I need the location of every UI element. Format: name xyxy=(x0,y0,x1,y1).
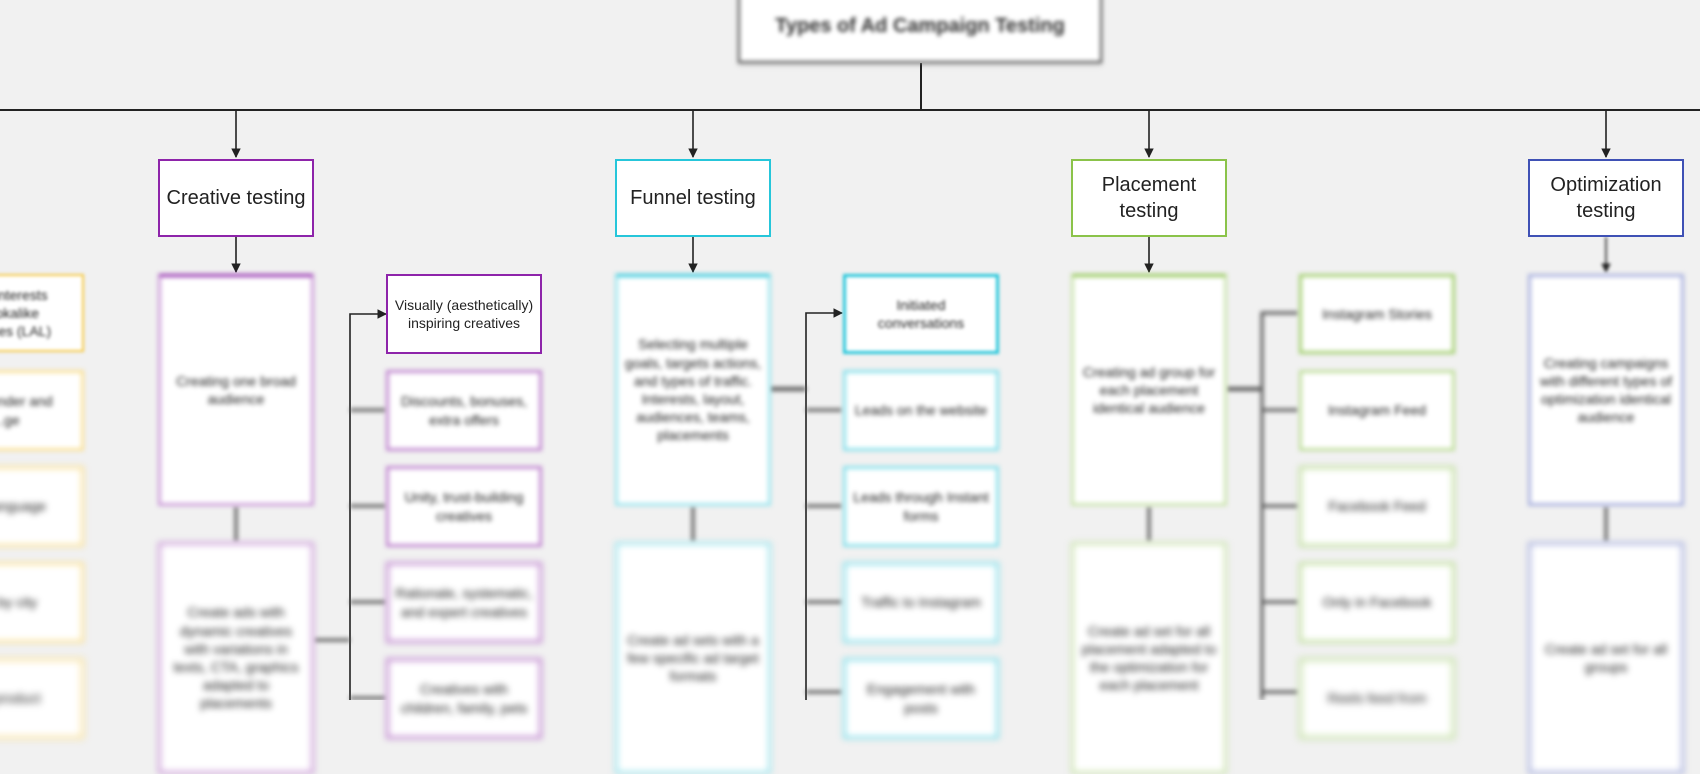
funnel-item-2: Leads on the website xyxy=(843,370,999,451)
placement-item-2-label: Instagram Feed xyxy=(1327,402,1427,419)
creative-second-box: Create ads with dynamic creatives with v… xyxy=(158,542,314,774)
audience-item-2-label: ...y gender and ...ge xyxy=(0,393,53,428)
creative-bracket-arrow-1 xyxy=(349,309,387,700)
creative-item-1-label: Visually (aesthetically) inspiring creat… xyxy=(394,296,534,331)
placement-main-box: Creating ad group for each placement ide… xyxy=(1071,274,1227,506)
funnel-item-4-label: Traffic to Instagram xyxy=(861,594,981,611)
creative-item-2-label: Discounts, bonuses, extra offers xyxy=(400,393,528,428)
creative-item-4: Rationale, systematic, and expert creati… xyxy=(386,562,542,643)
placement-item-5: Reels feed from xyxy=(1299,658,1455,739)
funnel-item-1: Initiated conversations xyxy=(843,274,999,354)
funnel-item-4: Traffic to Instagram xyxy=(843,562,999,643)
audience-item-1-label: ...by interests ...lookalike ...iences (… xyxy=(0,286,52,340)
creative-testing-heading: Creative testing xyxy=(158,159,314,237)
placement-item-4: Only in Facebook xyxy=(1299,562,1455,643)
placement-bracket xyxy=(1226,311,1298,700)
main-stack-connectors xyxy=(234,506,1608,542)
audience-item-1: ...by interests ...lookalike ...iences (… xyxy=(0,274,84,352)
funnel-bracket xyxy=(769,308,843,700)
placement-testing-heading: Placement testing xyxy=(1071,159,1227,237)
creative-main-box-label: Creating one broad audience xyxy=(176,372,296,407)
root-title: Types of Ad Campaign Testing xyxy=(738,0,1102,63)
optimization-main-box: Creating campaigns with different types … xyxy=(1528,274,1684,506)
creative-second-box-label: Create ads with dynamic creatives with v… xyxy=(173,604,299,712)
creative-item-3-label: Unity, trust-building creatives xyxy=(404,489,524,524)
funnel-main-box-label: Selecting multiple goals, targets action… xyxy=(624,336,762,444)
placement-item-3-label: Facebook Feed xyxy=(1328,498,1426,515)
placement-item-5-label: Reels feed from xyxy=(1327,690,1427,707)
connector-lines xyxy=(0,63,1700,700)
audience-item-3-label: ...y language xyxy=(0,498,47,515)
audience-item-5-label: ...y product xyxy=(0,690,41,707)
funnel-item-2-label: Leads on the website xyxy=(854,402,988,419)
funnel-second-box-label: Create ad sets with a few specific ad ta… xyxy=(627,631,759,685)
optimization-testing-heading-label: Optimization testing xyxy=(1550,174,1662,222)
creative-item-1: Visually (aesthetically) inspiring creat… xyxy=(386,274,542,354)
audience-item-4: ...y by city xyxy=(0,562,84,643)
funnel-item-5-label: Engagement with posts xyxy=(866,681,976,716)
funnel-main-box: Selecting multiple goals, targets action… xyxy=(615,274,771,506)
creative-testing-heading-label: Creative testing xyxy=(166,187,306,209)
placement-second-box: Create ad set for all placement adapted … xyxy=(1071,542,1227,774)
funnel-item-3: Leads through Instant forms xyxy=(843,466,999,547)
placement-bracket-arrow-1 xyxy=(1260,311,1298,700)
creative-item-2: Discounts, bonuses, extra offers xyxy=(386,370,542,451)
creative-main-box: Creating one broad audience xyxy=(158,274,314,506)
funnel-item-5: Engagement with posts xyxy=(843,658,999,739)
audience-item-3: ...y language xyxy=(0,466,84,547)
funnel-item-1-label: Initiated conversations xyxy=(877,296,965,331)
creative-bracket xyxy=(314,309,387,700)
audience-item-4-label: ...y by city xyxy=(0,594,38,611)
placement-item-1: Instagram Stories xyxy=(1299,274,1455,354)
placement-second-box-label: Create ad set for all placement adapted … xyxy=(1081,622,1217,694)
optimization-testing-heading: Optimization testing xyxy=(1528,159,1684,237)
placement-main-box-label: Creating ad group for each placement ide… xyxy=(1082,363,1216,417)
creative-item-5-label: Creatives with children, family, pets xyxy=(400,681,528,716)
funnel-testing-heading-label: Funnel testing xyxy=(630,187,756,209)
funnel-bracket-arrow-1 xyxy=(805,308,843,700)
creative-item-5: Creatives with children, family, pets xyxy=(386,658,542,739)
placement-item-2: Instagram Feed xyxy=(1299,370,1455,451)
placement-item-1-label: Instagram Stories xyxy=(1322,305,1432,322)
optimization-main-box-label: Creating campaigns with different types … xyxy=(1539,354,1673,426)
audience-item-2: ...y gender and ...ge xyxy=(0,370,84,451)
creative-item-3: Unity, trust-building creatives xyxy=(386,466,542,547)
optimization-second-box: Create ad set for all groups xyxy=(1528,542,1684,774)
funnel-testing-heading: Funnel testing xyxy=(615,159,771,237)
placement-testing-heading-label: Placement testing xyxy=(1101,174,1197,222)
audience-item-5: ...y product xyxy=(0,658,84,739)
funnel-item-3-label: Leads through Instant forms xyxy=(853,489,989,524)
placement-item-4-label: Only in Facebook xyxy=(1322,594,1432,611)
creative-item-4-label: Rationale, systematic, and expert creati… xyxy=(395,585,533,620)
optimization-second-box-label: Create ad set for all groups xyxy=(1544,640,1668,675)
funnel-second-box: Create ad sets with a few specific ad ta… xyxy=(615,542,771,774)
placement-item-3: Facebook Feed xyxy=(1299,466,1455,547)
